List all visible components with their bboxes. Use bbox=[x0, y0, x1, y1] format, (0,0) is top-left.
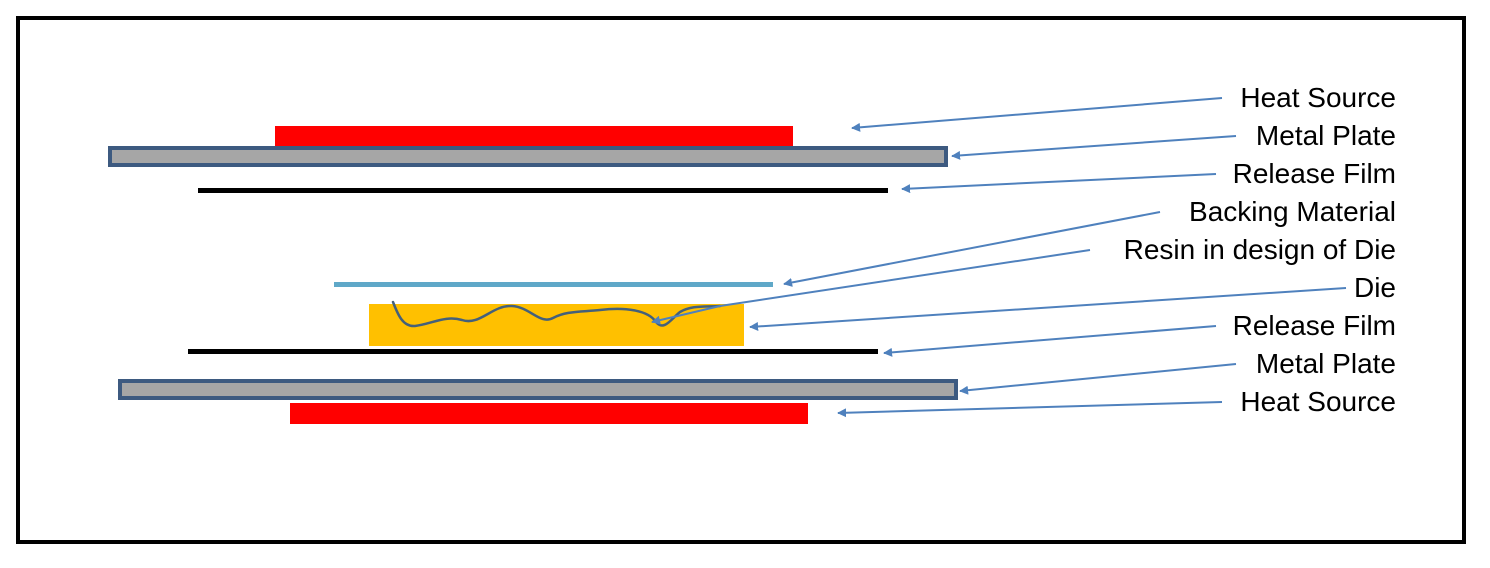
arrow-resin bbox=[651, 249, 1091, 325]
arrow-release-film-bottom bbox=[883, 325, 1217, 357]
diagram-frame bbox=[16, 16, 1466, 544]
heat-source-bottom bbox=[290, 403, 808, 424]
release-film-bottom bbox=[188, 349, 878, 354]
backing-material bbox=[334, 282, 773, 287]
metal-plate-top bbox=[108, 146, 948, 167]
arrow-die bbox=[749, 287, 1347, 331]
release-film-top bbox=[198, 188, 888, 193]
label-release-film-bottom: Release Film bbox=[1233, 310, 1396, 341]
arrow-backing-material bbox=[783, 211, 1161, 287]
label-heat-source-bottom: Heat Source bbox=[1240, 386, 1396, 417]
metal-plate-bottom bbox=[118, 379, 958, 400]
label-die: Die bbox=[1354, 272, 1396, 303]
label-metal-plate-top: Metal Plate bbox=[1256, 120, 1396, 151]
arrow-metal-plate-top bbox=[951, 135, 1237, 160]
arrow-metal-plate-bottom bbox=[959, 363, 1237, 395]
heat-source-top bbox=[275, 126, 793, 147]
label-heat-source-top: Heat Source bbox=[1240, 82, 1396, 113]
arrow-heat-source-top bbox=[851, 97, 1223, 132]
label-backing-material: Backing Material bbox=[1189, 196, 1396, 227]
label-release-film-top: Release Film bbox=[1233, 158, 1396, 189]
arrow-heat-source-bottom bbox=[837, 401, 1223, 418]
arrow-release-film-top bbox=[901, 173, 1217, 194]
resin-curve bbox=[391, 300, 722, 328]
label-resin: Resin in design of Die bbox=[1124, 234, 1396, 265]
leader-arrows bbox=[651, 97, 1347, 418]
label-metal-plate-bottom: Metal Plate bbox=[1256, 348, 1396, 379]
